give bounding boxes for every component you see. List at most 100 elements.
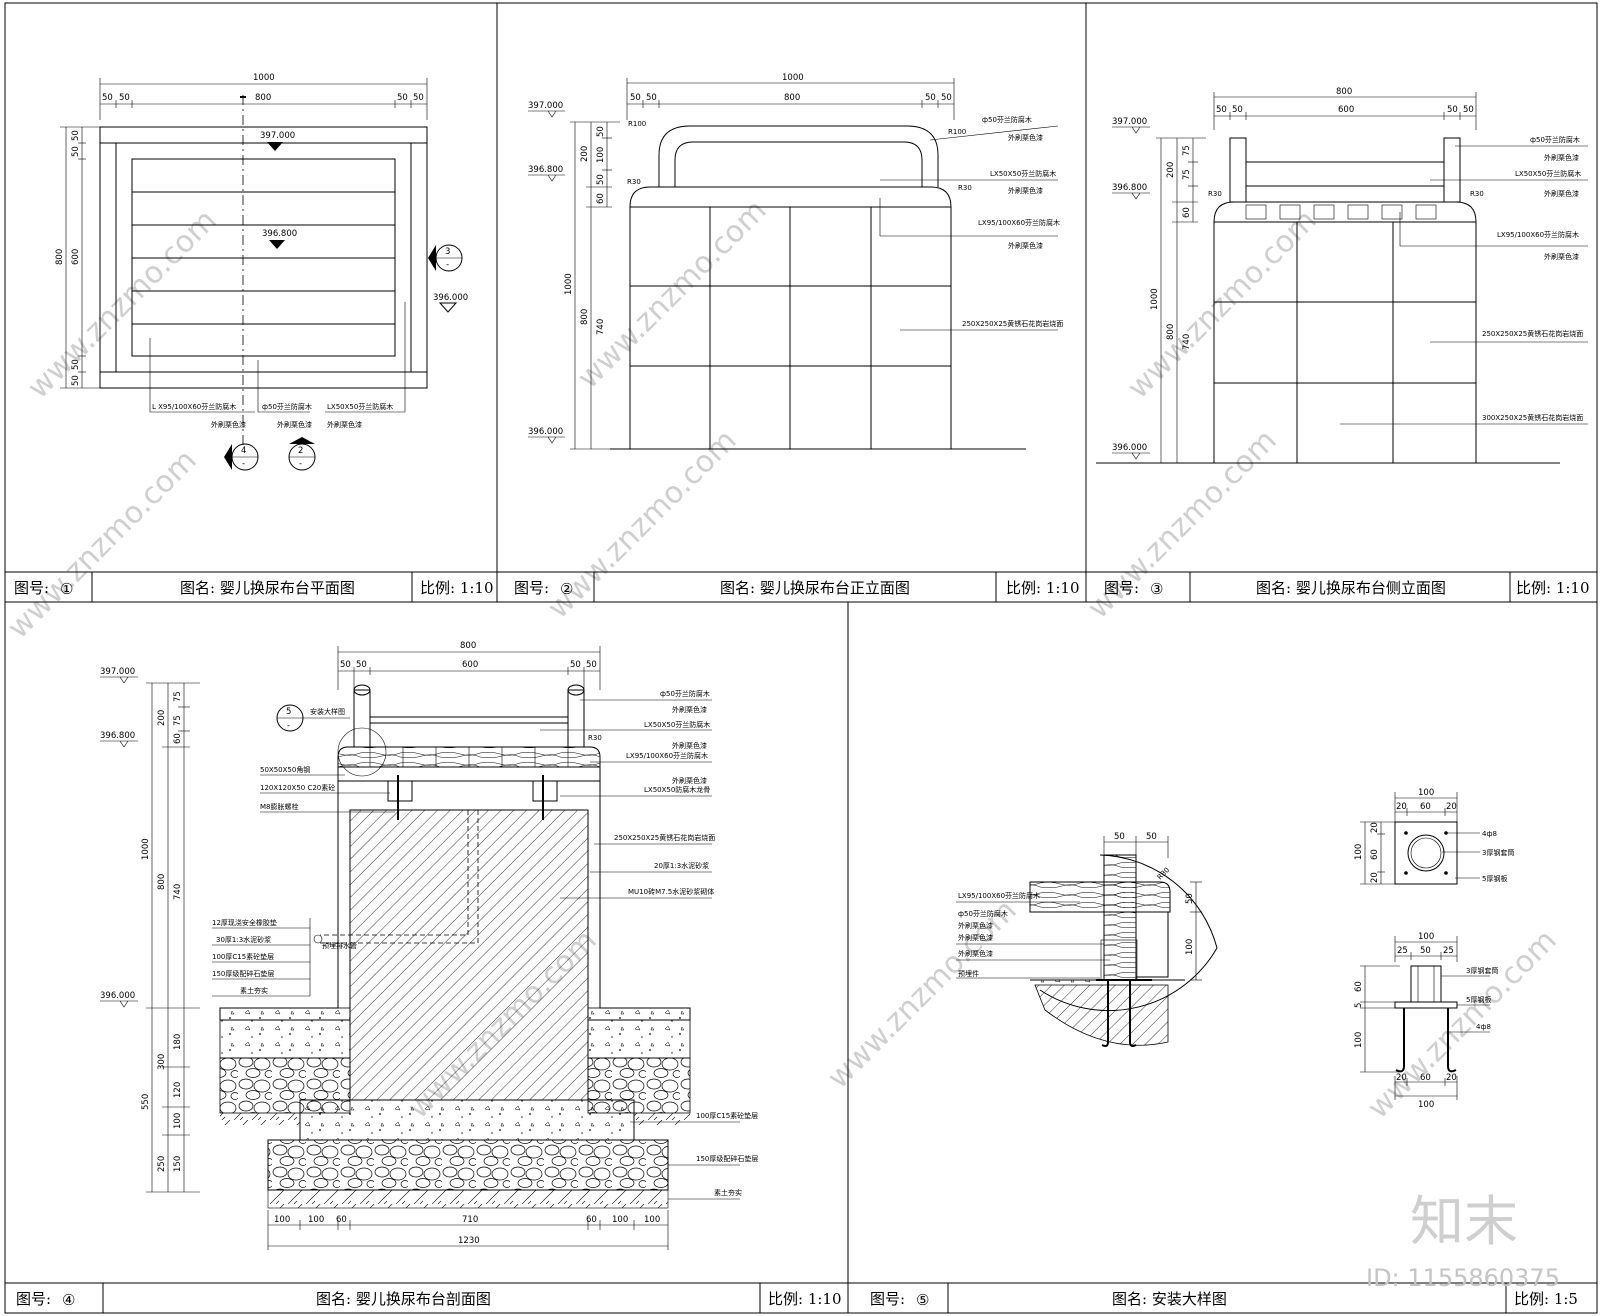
dimension-label: 60 bbox=[1420, 1073, 1431, 1083]
material-note: 素土夯实 bbox=[240, 986, 268, 995]
material-note: ф50芬兰防腐木 bbox=[1530, 135, 1580, 144]
dimension-label: 50 bbox=[1447, 105, 1458, 115]
watermark-text: www.znzmo.com bbox=[821, 893, 1024, 1096]
drawing-scale: 比例: 1:10 bbox=[1006, 579, 1080, 597]
material-note: 外刷栗色漆 bbox=[211, 420, 246, 429]
drawing-number-label: 图号: bbox=[514, 579, 549, 597]
drawing-scale: 比例: 1:10 bbox=[768, 1290, 842, 1308]
dimension-label: 50 bbox=[71, 130, 81, 141]
dimension-label: 550 bbox=[141, 1094, 151, 1110]
material-note: ф50芬兰防腐木 bbox=[660, 689, 710, 698]
drawing-title: 图名: 婴儿换尿布台平面图 bbox=[180, 579, 355, 597]
material-note: 5厚钢板 bbox=[1466, 995, 1491, 1004]
material-note: LX50X50芬兰防腐木 bbox=[990, 169, 1056, 178]
dimension-label: 50 bbox=[1420, 946, 1431, 956]
material-note: LX95/100X60芬兰防腐木 bbox=[626, 751, 708, 760]
material-note: 120X120X50 C20素砼 bbox=[260, 783, 335, 792]
drawing-scale: 比例: 1:5 bbox=[1514, 1290, 1578, 1308]
dimension-label: 50 bbox=[356, 660, 367, 670]
dimension-label: 50 bbox=[586, 660, 597, 670]
material-note: 预埋件 bbox=[958, 969, 979, 978]
dimension-label: 60 bbox=[1370, 849, 1380, 860]
radius-label: R30 bbox=[627, 178, 641, 186]
dimension-label: 60 bbox=[596, 193, 606, 204]
dimension-label: 800 bbox=[784, 93, 800, 103]
material-note: 外刷栗色漆 bbox=[1544, 189, 1579, 198]
material-note: MU10砖M7.5水泥砂浆砌体 bbox=[628, 887, 714, 896]
dimension-label: 60 bbox=[1182, 207, 1192, 218]
material-note: 30厚1:3水泥砂浆 bbox=[216, 935, 271, 944]
material-note: ф50芬兰防腐木 bbox=[982, 115, 1032, 124]
material-note: LX50X50芬兰防腐木 bbox=[327, 402, 393, 411]
dimension-label: 60 bbox=[336, 1215, 347, 1225]
drawing-number: ① bbox=[60, 580, 73, 598]
dimension-label: 800 bbox=[1166, 324, 1176, 340]
callout-sheet: - bbox=[287, 721, 290, 731]
dimension-label: 740 bbox=[596, 319, 606, 335]
material-note: 12厚现浇安全橡胶垫 bbox=[212, 918, 277, 927]
dimension-label: 100 bbox=[274, 1215, 290, 1225]
dimension-label: 75 bbox=[173, 691, 183, 702]
dimension-label: 100 bbox=[612, 1215, 628, 1225]
callout-sheet: - bbox=[299, 459, 302, 469]
callout-number: 2 bbox=[298, 446, 303, 456]
dimension-label: 200 bbox=[580, 146, 590, 162]
elevation-marker-icon bbox=[267, 142, 283, 151]
dimension-label: 1000 bbox=[1150, 288, 1160, 310]
dimension-label: 100 bbox=[644, 1215, 660, 1225]
dimension-label: 50 bbox=[71, 359, 81, 370]
elevation-label: 396.000 bbox=[433, 293, 468, 303]
dimension-label: 100 bbox=[308, 1215, 324, 1225]
dimension-label: 50 bbox=[119, 93, 130, 103]
dimension-label: 50 bbox=[397, 93, 408, 103]
side-elevation: 800 600 50 50 50 50 397.000 396.800 396.… bbox=[1096, 87, 1588, 464]
dimension-label: 800 bbox=[255, 93, 271, 103]
radius-label: R100 bbox=[628, 120, 646, 128]
dimension-label: 1230 bbox=[458, 1236, 480, 1246]
radius-label: R30 bbox=[958, 184, 972, 192]
dimension-label: 20 bbox=[1396, 802, 1407, 812]
title-bar-1: 图号: ① 图名: 婴儿换尿布台平面图 比例: 1:10 bbox=[4, 571, 498, 603]
material-note: 外刷栗色漆 bbox=[277, 420, 312, 429]
dimension-label: 200 bbox=[1166, 162, 1176, 178]
dimension-label: 25 bbox=[1443, 946, 1454, 956]
dimension-label: 740 bbox=[1182, 334, 1192, 350]
dimension-label: 600 bbox=[1338, 105, 1354, 115]
elevation-label: 396.800 bbox=[528, 165, 563, 175]
radius-label: R30 bbox=[1208, 190, 1222, 198]
material-note: 50X50X50角钢 bbox=[260, 765, 310, 774]
drawing-number-label: 图号: bbox=[1104, 579, 1139, 597]
material-note: 外刷栗色漆 bbox=[958, 933, 993, 942]
dimension-label: 1000 bbox=[141, 838, 151, 860]
drawing-title: 图名: 婴儿换尿布台剖面图 bbox=[316, 1290, 491, 1308]
title-bar-4: 图号: ④ 图名: 婴儿换尿布台剖面图 比例: 1:10 bbox=[4, 1282, 849, 1314]
watermark-layer: www.znzmo.com www.znzmo.com www.znzmo.co… bbox=[1, 193, 1564, 1126]
image-id-watermark: ID: 1155860375 bbox=[1366, 1264, 1560, 1292]
material-note: LX50X50芬兰防腐木 bbox=[644, 720, 710, 729]
material-note: 预埋排水管 bbox=[322, 941, 357, 950]
material-note: 外刷栗色漆 bbox=[958, 949, 993, 958]
dimension-label: 50 bbox=[340, 660, 351, 670]
dimension-label: 60 bbox=[586, 1215, 597, 1225]
drawing-number-label: 图号: bbox=[870, 1290, 905, 1308]
dimension-label: 710 bbox=[462, 1215, 478, 1225]
dimension-label: 600 bbox=[71, 249, 81, 265]
dimension-label: 100 bbox=[596, 147, 606, 163]
elevation-label: 397.000 bbox=[100, 667, 135, 677]
material-note: 250X250X25黄锈石花岗岩烧面 bbox=[962, 319, 1063, 328]
front-elevation: 1000 800 50 50 50 50 397.000 396.800 396… bbox=[528, 73, 1063, 450]
drawing-number: ⑤ bbox=[916, 1291, 929, 1309]
dimension-label: 50 bbox=[1114, 832, 1125, 842]
elevation-label: 396.800 bbox=[1112, 183, 1147, 193]
material-note: 外刷栗色漆 bbox=[1544, 153, 1579, 162]
material-note: LX95/100X60芬兰防腐木 bbox=[978, 218, 1060, 227]
dimension-label: 50 bbox=[71, 146, 81, 157]
radius-label: R30 bbox=[1470, 190, 1484, 198]
material-note: 4ф8 bbox=[1476, 1023, 1491, 1031]
elevation-marker-icon bbox=[438, 302, 458, 313]
watermark-text: www.znzmo.com bbox=[571, 193, 774, 396]
material-note: 外刷栗色漆 bbox=[672, 705, 707, 714]
drawing-number-label: 图号: bbox=[16, 1290, 51, 1308]
material-note: 外刷栗色漆 bbox=[958, 921, 993, 930]
elevation-label: 396.000 bbox=[528, 427, 563, 437]
